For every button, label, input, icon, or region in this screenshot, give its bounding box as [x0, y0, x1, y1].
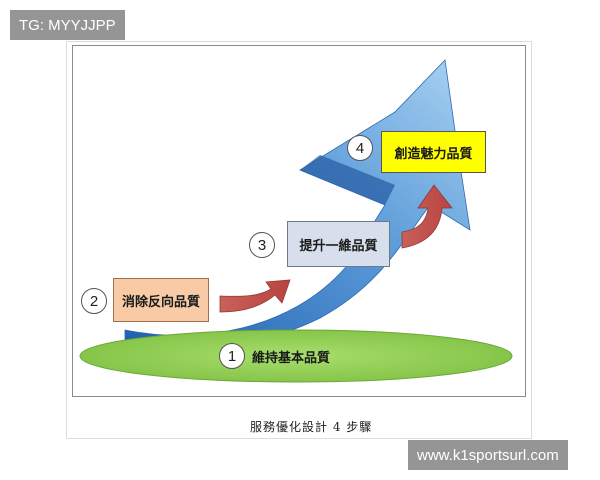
step-4-box: 創造魅力品質 [381, 131, 486, 173]
step-3-label: 提升一維品質 [299, 238, 378, 254]
step-2-box: 消除反向品質 [113, 278, 209, 322]
arrow-2-to-3 [219, 279, 291, 313]
step-4-label: 創造魅力品質 [394, 146, 473, 162]
step-4-number: 4 [347, 135, 373, 161]
step-1-number: 1 [219, 343, 245, 369]
figure-caption: 服務優化設計 4 步驟 [250, 420, 373, 434]
arrow-3-to-4 [401, 184, 453, 249]
watermark-bottom: www.k1sportsurl.com [408, 440, 568, 470]
arrow-fold-shadow [300, 155, 395, 205]
ground-ellipse [79, 329, 513, 383]
diagram-border [72, 45, 526, 397]
step-2-label: 消除反向品質 [121, 294, 200, 310]
step-1-label: 維持基本品質 [252, 351, 331, 366]
step-2-number: 2 [81, 288, 107, 314]
step-3-number: 3 [249, 232, 275, 258]
watermark-top: TG: MYYJJPP [10, 10, 125, 40]
step-3-box: 提升一維品質 [287, 221, 390, 267]
